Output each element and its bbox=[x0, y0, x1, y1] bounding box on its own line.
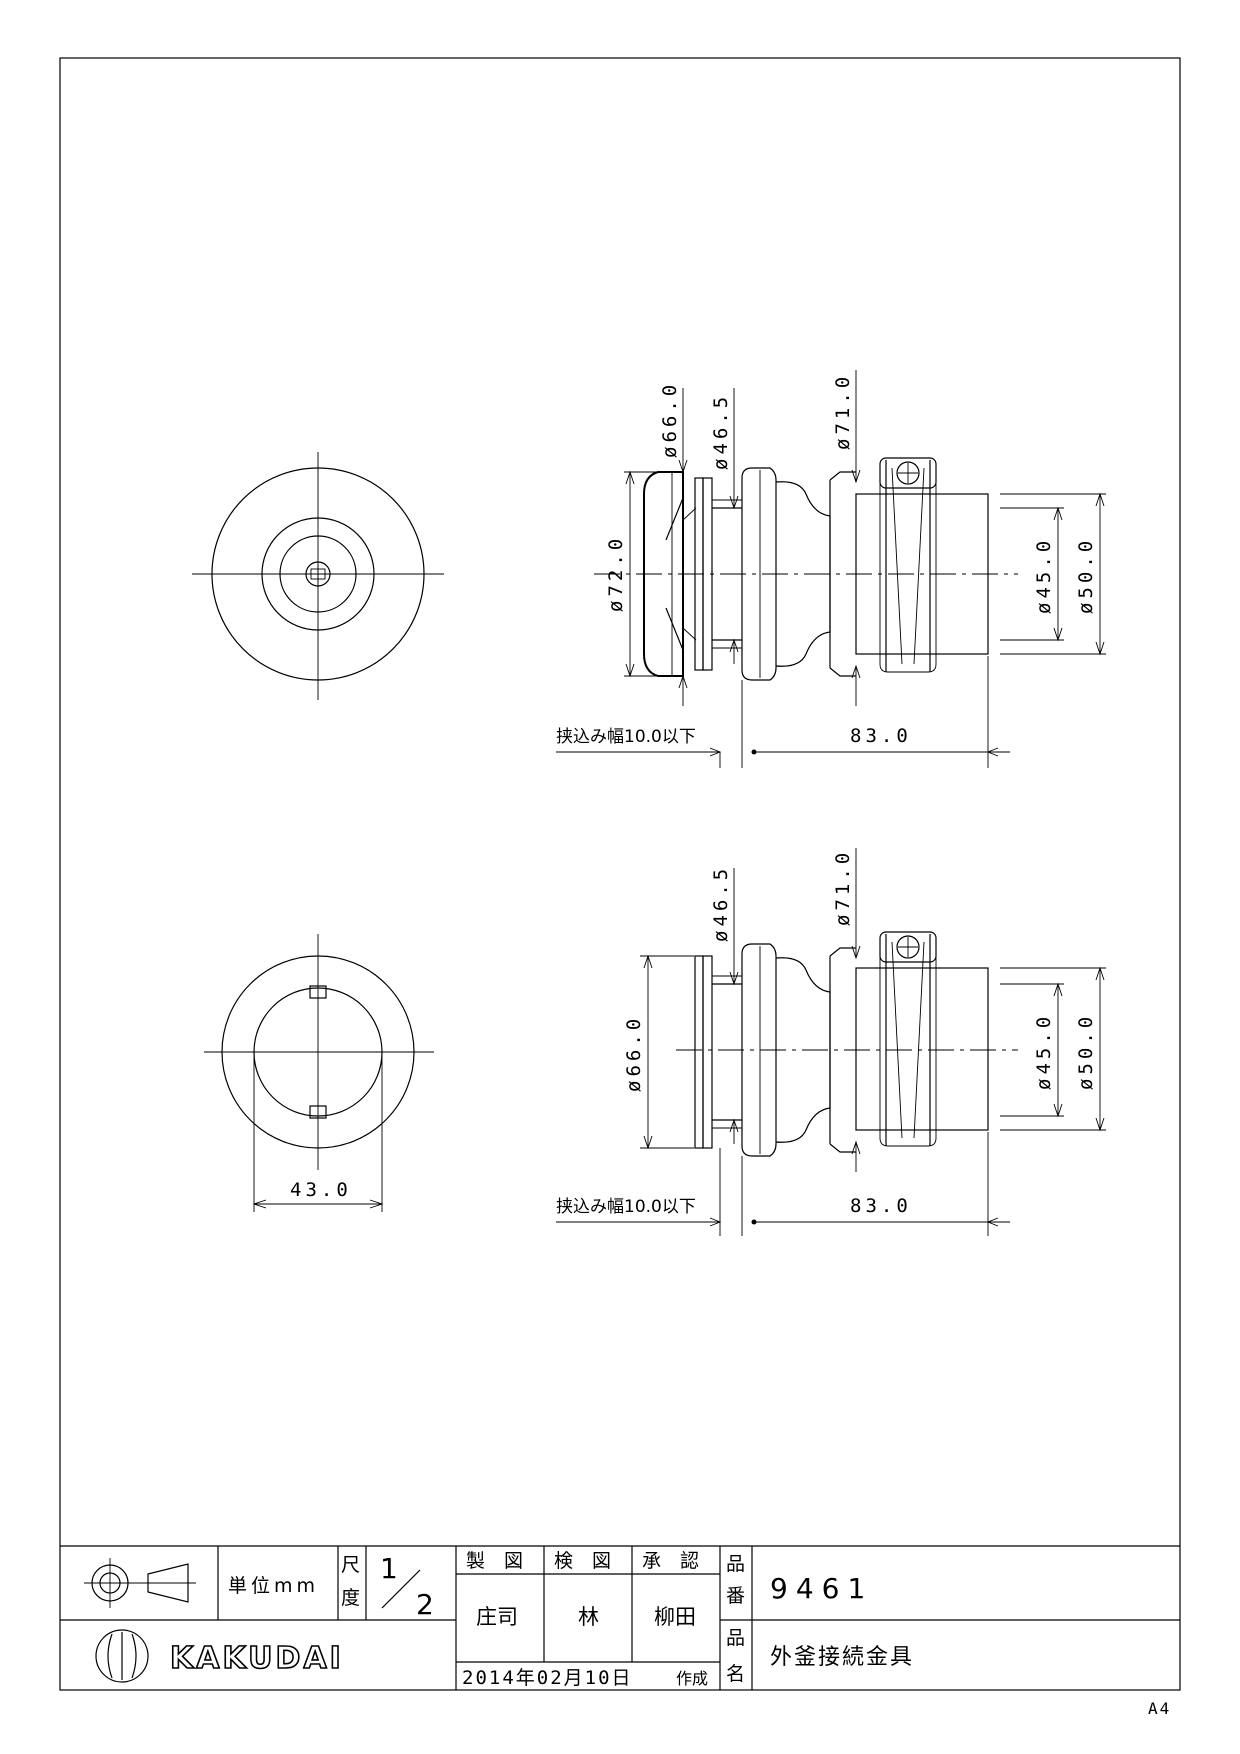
approved-by: 柳田 bbox=[654, 1605, 696, 1629]
dim-top-d66: ø66.0 bbox=[659, 381, 681, 458]
scale-label-2: 度 bbox=[341, 1587, 360, 1609]
checked-by: 林 bbox=[578, 1605, 599, 1629]
part-no-label-2: 番 bbox=[726, 1585, 745, 1607]
scale-label-1: 尺 bbox=[341, 1554, 360, 1576]
dim-top-d45: ø45.0 bbox=[1033, 537, 1055, 614]
dim-top-d72: ø72.0 bbox=[605, 535, 627, 612]
part-name-label-1: 品 bbox=[726, 1627, 745, 1649]
dim-top-length: 83.0 bbox=[850, 725, 912, 747]
dim-bottom-d46-5: ø46.5 bbox=[710, 865, 732, 942]
dim-bottom-d50: ø50.0 bbox=[1075, 1013, 1097, 1090]
checked-header: 検 図 bbox=[554, 1550, 611, 1572]
created-label: 作成 bbox=[676, 1669, 708, 1688]
kakudai-logo-icon bbox=[95, 1629, 149, 1683]
drawing-border bbox=[59, 57, 1181, 1691]
side-view-top bbox=[556, 370, 1106, 768]
third-angle-projection-icon bbox=[84, 1558, 196, 1608]
dim-top-d46-5: ø46.5 bbox=[710, 393, 732, 470]
drawn-by: 庄司 bbox=[476, 1605, 518, 1629]
approved-header: 承 認 bbox=[642, 1550, 699, 1572]
part-name-label-2: 名 bbox=[726, 1663, 745, 1685]
front-view-bottom bbox=[204, 934, 434, 1212]
dim-top-d71: ø71.0 bbox=[832, 373, 854, 450]
unit-label: 単位mm bbox=[228, 1575, 319, 1597]
paper-size: A4 bbox=[1148, 1699, 1171, 1718]
dim-bottom-d45: ø45.0 bbox=[1033, 1013, 1055, 1090]
scale-numerator: 1 bbox=[380, 1552, 406, 1585]
dim-bottom-d66: ø66.0 bbox=[623, 1015, 645, 1092]
title-block bbox=[60, 1545, 1180, 1690]
part-name: 外釜接続金具 bbox=[770, 1645, 914, 1670]
part-no-label-1: 品 bbox=[726, 1553, 745, 1575]
dim-front-width: 43.0 bbox=[290, 1179, 352, 1201]
part-number: 9461 bbox=[770, 1572, 873, 1605]
dim-bottom-d71: ø71.0 bbox=[832, 849, 854, 926]
dim-top-d50: ø50.0 bbox=[1075, 537, 1097, 614]
dim-bottom-clamp-width: 挟込み幅10.0以下 bbox=[556, 1197, 696, 1217]
front-view-top bbox=[192, 452, 444, 700]
creation-date: 2014年02月10日 bbox=[462, 1667, 633, 1689]
drawn-header: 製 図 bbox=[466, 1550, 523, 1572]
side-view-bottom bbox=[556, 848, 1106, 1236]
dim-bottom-length: 83.0 bbox=[850, 1195, 912, 1217]
dim-top-clamp-width: 挟込み幅10.0以下 bbox=[556, 727, 696, 747]
company-logo-text: KAKUDAI bbox=[170, 1641, 344, 1676]
scale-denominator: 2 bbox=[416, 1588, 442, 1621]
